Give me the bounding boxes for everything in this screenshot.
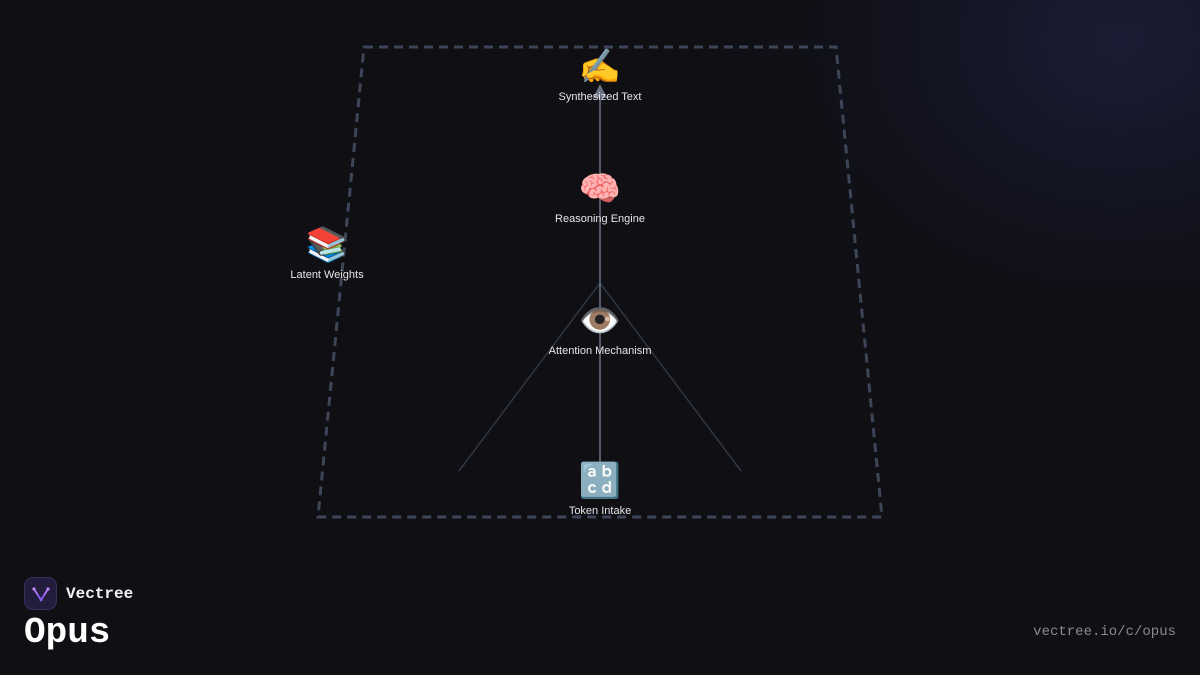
node-label: Token Intake [568,505,632,517]
writing-hand-icon: ✍️ [578,47,622,87]
books-icon: 📚 [305,225,349,265]
node-label: Reasoning Engine [555,213,645,225]
node-reasoning-engine: 🧠 Reasoning Engine [555,169,645,225]
vectree-logo-icon [24,577,57,610]
node-label: Latent Weights [290,269,364,281]
node-label: Synthesized Text [558,91,642,103]
node-attention-mechanism: 👁️ Attention Mechanism [549,301,652,357]
spread-line-right [599,282,742,472]
page-title: Opus [24,612,111,653]
dashed-frame [316,45,884,519]
spread-line-left [458,282,601,472]
brand[interactable]: Vectree [24,577,133,610]
brand-name: Vectree [66,584,134,603]
node-latent-weights: 📚 Latent Weights [290,225,363,281]
brain-icon: 🧠 [578,169,622,209]
eye-icon: 👁️ [578,301,622,341]
node-synthesized-text: ✍️ Synthesized Text [559,47,642,103]
arrow-head [593,84,607,98]
node-label: Attention Mechanism [548,345,652,357]
page-url[interactable]: vectree.io/c/opus [1033,624,1176,640]
abcd-letters-icon: 🔡 [578,461,622,501]
node-token-intake: 🔡 Token Intake [569,461,631,517]
